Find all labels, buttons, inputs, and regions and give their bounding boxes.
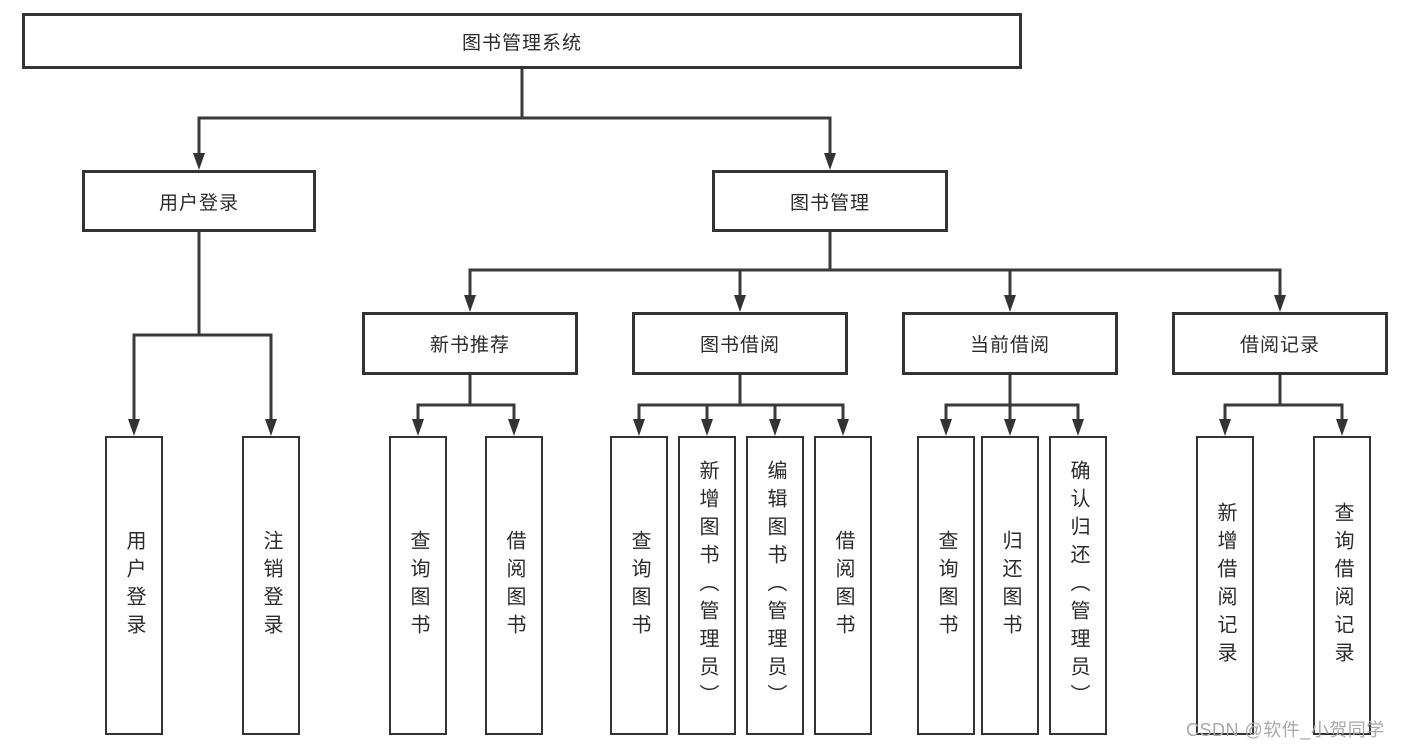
node-query-books-recommend: 查询图书 [389, 436, 447, 735]
node-new-book-recommendation: 新书推荐 [362, 312, 578, 375]
watermark-text: CSDN @软件_小贺同学 [1186, 720, 1385, 740]
node-query-books-borrowing: 查询图书 [610, 436, 668, 735]
node-query-books-current: 查询图书 [917, 436, 975, 735]
node-add-books-admin: 新增图书（管理员） [678, 436, 736, 735]
node-borrow-books-action: 借阅图书 [814, 436, 872, 735]
node-book-borrowing: 图书借阅 [632, 312, 848, 375]
node-book-management: 图书管理 [712, 170, 948, 232]
node-return-books: 归还图书 [981, 436, 1039, 735]
node-confirm-return-admin: 确认归还（管理员） [1049, 436, 1107, 735]
node-borrowing-records: 借阅记录 [1172, 312, 1388, 375]
node-library-management-system: 图书管理系统 [22, 13, 1022, 69]
node-current-borrowing: 当前借阅 [902, 312, 1118, 375]
node-query-borrow-record: 查询借阅记录 [1313, 436, 1371, 735]
node-user-login-action: 用户登录 [105, 436, 163, 735]
node-add-borrow-record: 新增借阅记录 [1196, 436, 1254, 735]
node-logout-action: 注销登录 [242, 436, 300, 735]
node-borrow-books-recommend: 借阅图书 [485, 436, 543, 735]
node-user-login: 用户登录 [82, 170, 316, 232]
node-edit-books-admin: 编辑图书（管理员） [746, 436, 804, 735]
